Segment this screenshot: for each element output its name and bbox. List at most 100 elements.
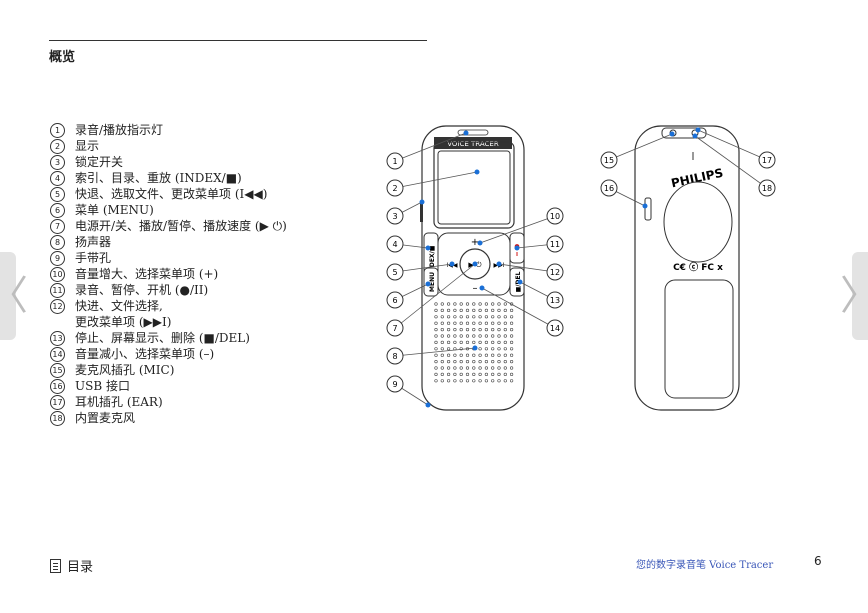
grille-hole	[465, 372, 470, 376]
grille-hole	[472, 328, 476, 332]
grille-hole	[510, 360, 514, 364]
grille-hole	[453, 315, 457, 319]
leader-dot	[517, 279, 523, 285]
grille-hole	[503, 379, 507, 383]
callout-number: 5	[392, 268, 397, 277]
leader-dot	[425, 402, 431, 408]
item-number: 5	[50, 187, 65, 202]
grille-hole	[440, 334, 444, 338]
grille-hole	[497, 379, 501, 383]
leader-dot	[479, 285, 485, 291]
grille-hole	[465, 340, 470, 344]
grille-hole	[440, 308, 444, 312]
grille-hole	[510, 302, 514, 306]
grille-hole	[491, 340, 495, 344]
grille-hole	[484, 360, 488, 364]
callout-circle	[546, 207, 564, 225]
grille-hole	[446, 302, 451, 306]
leader-dot	[474, 169, 480, 175]
item-text: 手带孔	[75, 251, 112, 265]
item-number: 11	[50, 283, 65, 298]
item-text: 音量增大、选择菜单项 (+)	[75, 267, 219, 281]
grille-hole	[446, 321, 451, 325]
item-number: 1	[50, 123, 65, 138]
grille-hole	[434, 302, 438, 306]
grille-hole	[497, 321, 501, 325]
grille-hole	[510, 308, 514, 312]
item-number: 4	[50, 171, 65, 186]
grille-hole	[478, 366, 482, 370]
chevron-left-icon: 〈	[0, 276, 28, 316]
grille-hole	[459, 366, 463, 370]
callout-circle	[386, 375, 404, 393]
grille-hole	[510, 340, 514, 344]
page-title: 概览	[49, 50, 76, 65]
leader-dot	[463, 130, 469, 136]
grille-hole	[503, 308, 507, 312]
grille-hole	[434, 372, 438, 376]
grille-hole	[459, 321, 463, 325]
grille-hole	[503, 372, 507, 376]
item-text: 停止、屏幕显示、删除 (■/DEL)	[75, 331, 250, 345]
grille-hole	[459, 372, 463, 376]
grille-hole	[484, 340, 488, 344]
grille-hole	[434, 353, 438, 357]
grille-hole	[440, 347, 444, 351]
callout-number: 7	[392, 324, 397, 333]
toc-link[interactable]: 目录	[50, 556, 93, 575]
minus-icon: –	[473, 283, 478, 294]
item-number: 6	[50, 203, 65, 218]
item-text: USB 接口	[75, 379, 130, 393]
grille-hole	[446, 372, 451, 376]
grille-hole	[434, 328, 438, 332]
grille-hole	[497, 302, 501, 306]
grille-hole	[459, 302, 463, 306]
grille-hole	[434, 347, 438, 351]
grille-hole	[510, 379, 514, 383]
leader-line	[394, 347, 476, 357]
grille-hole	[491, 334, 495, 338]
grille-hole	[453, 379, 457, 383]
grille-hole	[484, 366, 488, 370]
grille-hole	[491, 360, 495, 364]
grille-hole	[484, 321, 488, 325]
grille-hole	[465, 334, 470, 338]
callout-number: 14	[550, 324, 560, 333]
leader-dot	[669, 131, 675, 137]
grille-hole	[465, 353, 470, 357]
grille-hole	[459, 334, 463, 338]
toc-label: 目录	[67, 560, 94, 575]
menu-button-label: MENU	[429, 272, 436, 292]
grille-hole	[453, 372, 457, 376]
grille-hole	[484, 315, 488, 319]
back-panel	[663, 181, 733, 263]
grille-hole	[491, 315, 495, 319]
grille-hole	[491, 366, 495, 370]
grille-hole	[472, 340, 476, 344]
next-page-button[interactable]: 〉	[840, 252, 868, 340]
callout-circle	[600, 179, 618, 197]
grille-hole	[472, 360, 476, 364]
grille-hole	[478, 328, 482, 332]
grille-hole	[472, 379, 476, 383]
brand-front-label: VOICE TRACER	[447, 140, 499, 148]
grille-hole	[440, 321, 444, 325]
grille-hole	[503, 340, 507, 344]
leader-line	[394, 171, 478, 189]
leader-dot	[477, 240, 483, 246]
prev-page-button[interactable]: 〈	[0, 252, 28, 340]
grille-hole	[446, 353, 451, 357]
grille-hole	[459, 328, 463, 332]
leader-dot	[419, 199, 425, 205]
plus-icon: +	[471, 237, 479, 248]
grille-hole	[472, 372, 476, 376]
usb-port	[644, 197, 652, 221]
item-text: 锁定开关	[75, 155, 124, 169]
callout-circle	[386, 179, 404, 197]
